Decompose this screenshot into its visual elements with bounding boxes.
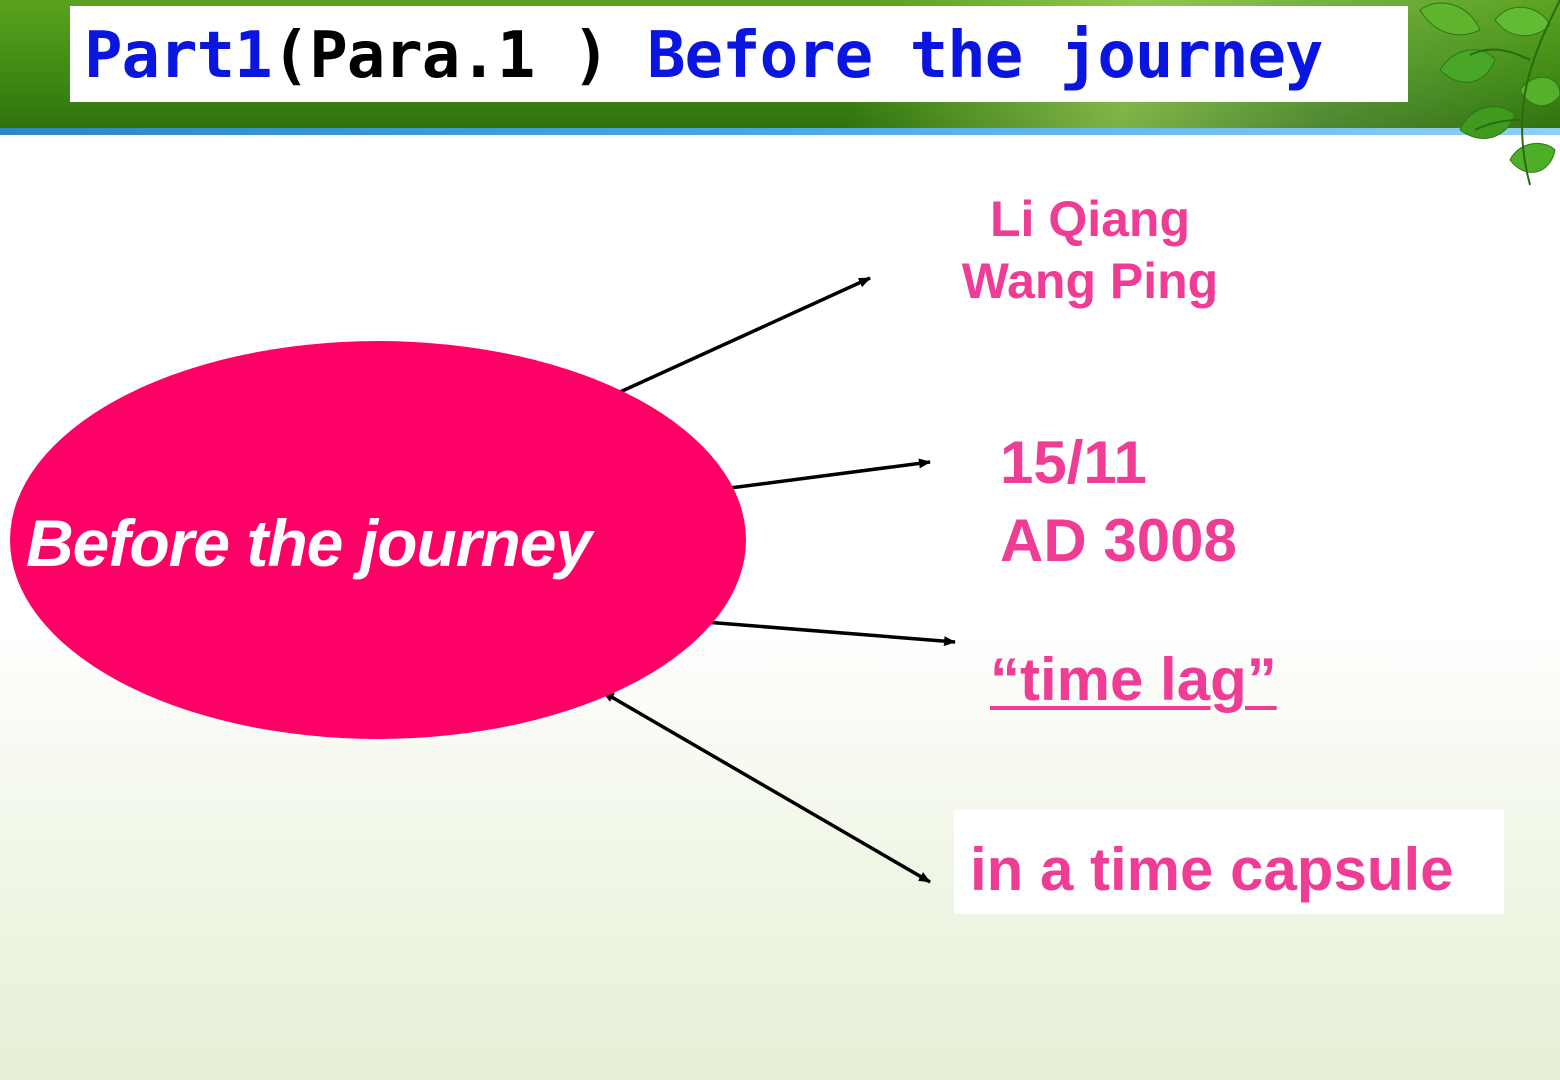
arrow-to-names <box>619 276 871 394</box>
arrow-to-date <box>729 458 931 490</box>
node-time-lag: “time lag” <box>990 644 1277 716</box>
title-heading: Before the journey <box>646 19 1324 93</box>
banner-stripe <box>0 128 1560 135</box>
title-part: Part1 <box>84 19 273 93</box>
leaf-decoration-icon <box>1419 0 1560 186</box>
title-para: (Para.1 ) <box>271 19 611 93</box>
node-name-1: Li Qiang <box>990 191 1190 247</box>
node-time-capsule: in a time capsule <box>970 836 1454 903</box>
node-date-day: 15/11 <box>1000 429 1147 496</box>
node-capsule-box <box>954 810 1504 914</box>
node-date: 15/11 AD 3008 <box>1000 424 1237 580</box>
node-names: Li Qiang Wang Ping <box>946 188 1234 312</box>
node-date-year: AD 3008 <box>1000 507 1237 574</box>
arrow-to-time-lag <box>704 620 956 647</box>
slide-title: Part1(Para.1 ) Before the journey <box>84 16 1324 96</box>
center-ellipse <box>10 341 746 739</box>
title-box <box>70 6 1408 102</box>
arrow-to-time-capsule <box>602 690 931 884</box>
node-time-lag-text: “time lag” <box>990 646 1277 713</box>
center-label: Before the journey <box>26 506 592 580</box>
node-name-2: Wang Ping <box>961 253 1219 309</box>
